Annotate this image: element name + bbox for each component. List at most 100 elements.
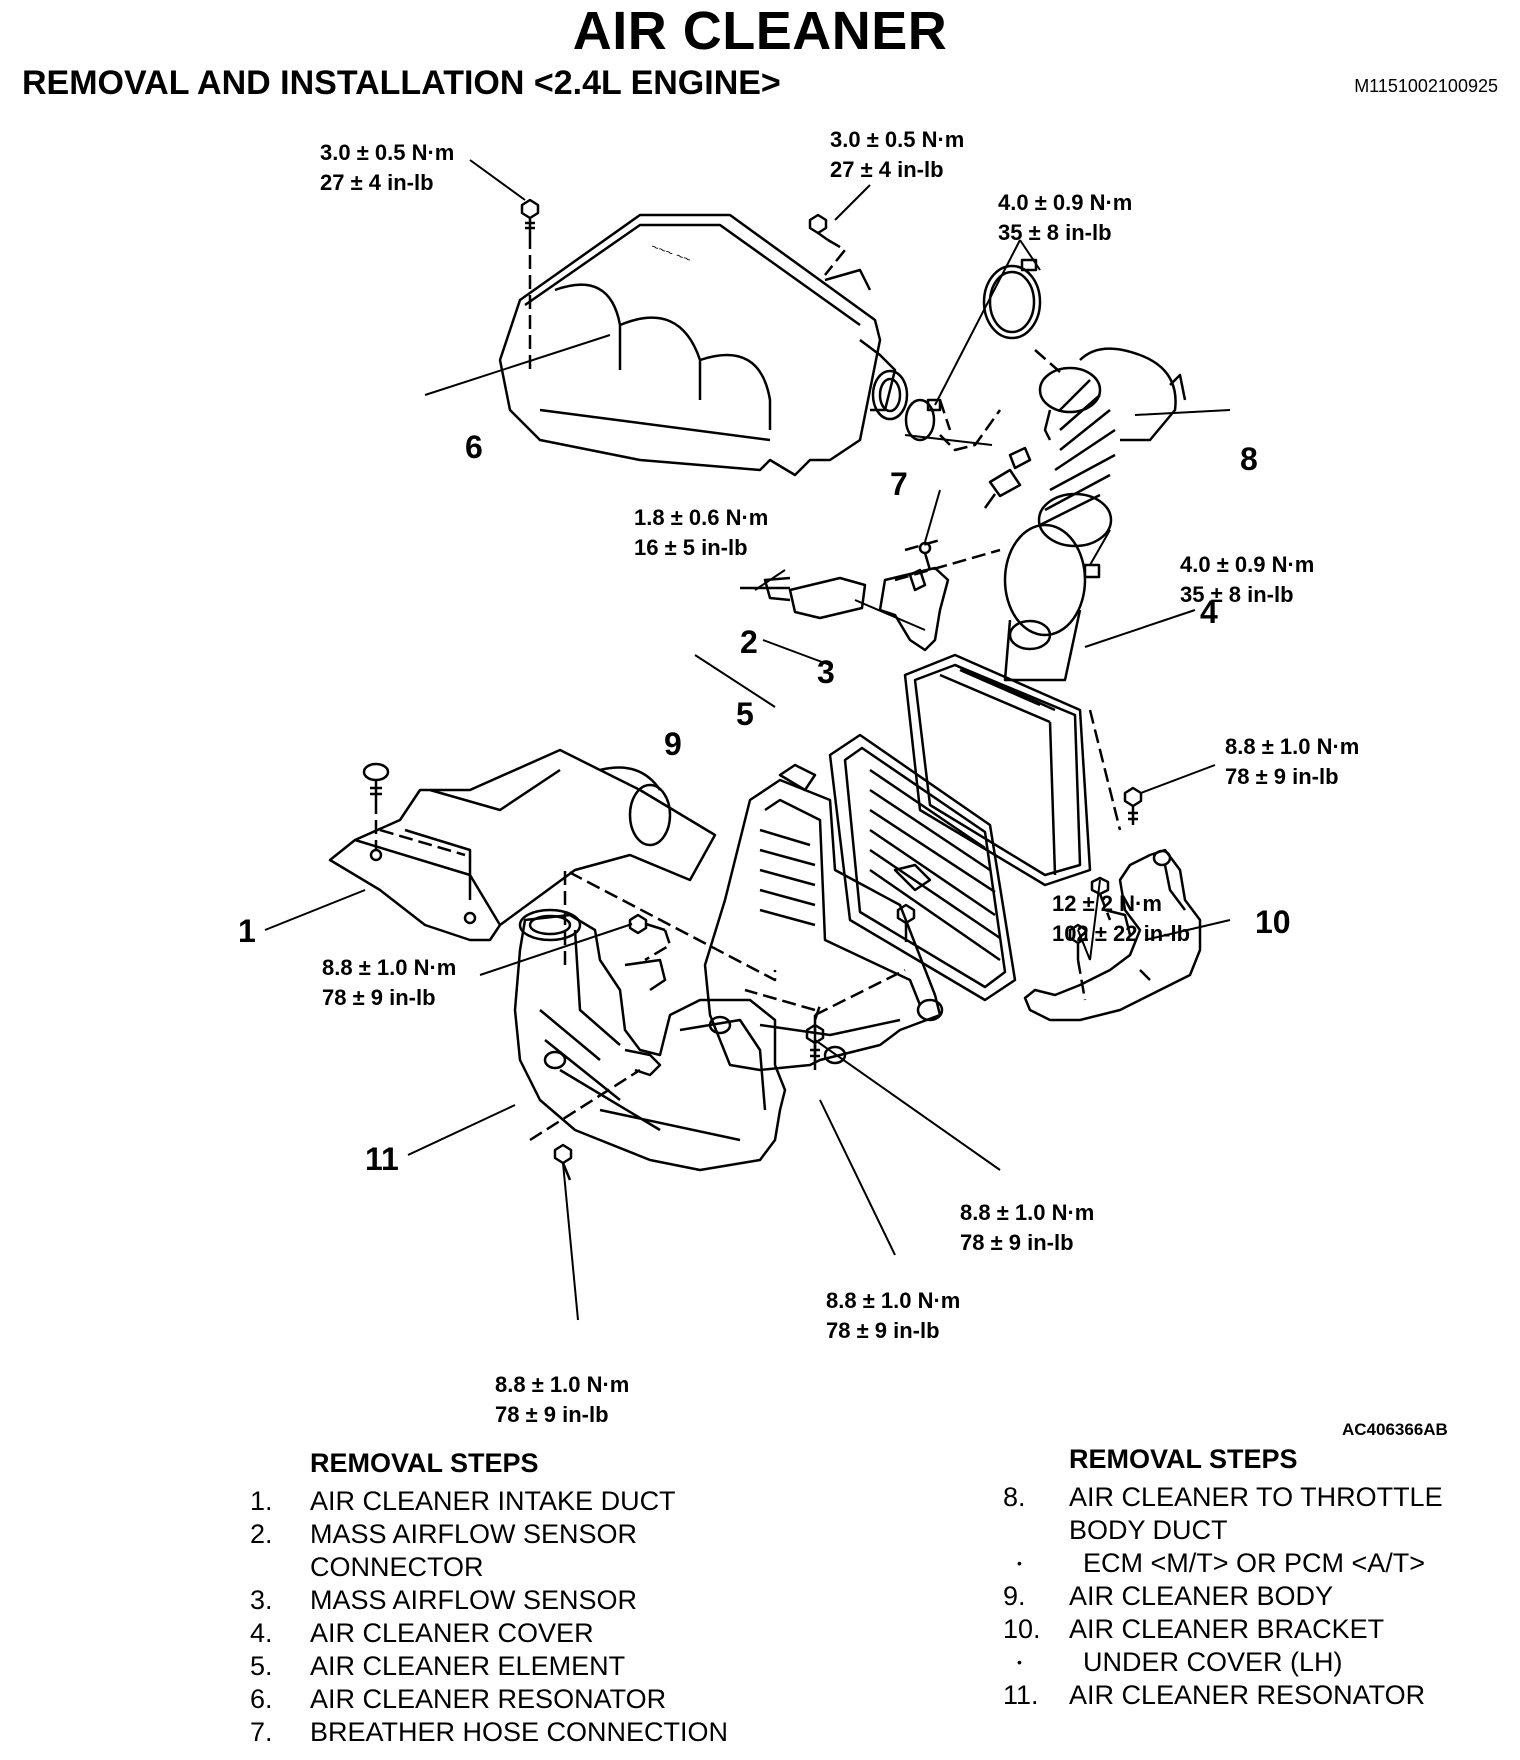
step-number: 10.: [1003, 1614, 1041, 1644]
step-text: AIR CLEANER INTAKE DUCT: [310, 1486, 676, 1516]
torque-nm: 8.8 ± 1.0 N·m: [1225, 734, 1359, 759]
step-number: •: [1017, 1555, 1022, 1571]
step-row: 1. AIR CLEANER INTAKE DUCT: [250, 1485, 890, 1518]
step-number: 7.: [250, 1717, 273, 1747]
torque-nm: 8.8 ± 1.0 N·m: [495, 1372, 629, 1397]
air-cleaner-cover: [903, 653, 1092, 887]
step-text: AIR CLEANER TO THROTTLE: [1069, 1482, 1443, 1512]
step-text: AIR CLEANER BRACKET: [1069, 1614, 1385, 1644]
step-row: 7. BREATHER HOSE CONNECTION: [250, 1716, 890, 1749]
air-cleaner-element: [828, 733, 1017, 1002]
step-number: 9.: [1003, 1581, 1026, 1611]
page-subtitle: REMOVAL AND INSTALLATION <2.4L ENGINE>: [22, 64, 781, 102]
step-row: • ECM <M/T> OR PCM <A/T>: [1003, 1547, 1503, 1580]
torque-inlb: 78 ± 9 in-lb: [1225, 764, 1339, 789]
document-id: M1151002100925: [1354, 76, 1498, 96]
throttle-body-duct: [1037, 347, 1187, 548]
step-text: CONNECTOR: [310, 1552, 484, 1582]
torque-nm: 12 ± 2 N·m: [1052, 891, 1162, 916]
clip-icon: [362, 762, 390, 800]
bolt-icon: [1068, 923, 1088, 960]
figure-id: AC406366AB: [1342, 1420, 1448, 1439]
torque-inlb: 78 ± 9 in-lb: [960, 1230, 1074, 1255]
torque-labels: 3.0 ± 0.5 N·m 27 ± 4 in-lb 3.0 ± 0.5 N·m…: [320, 127, 1359, 1427]
page-title: AIR CLEANER: [572, 1, 948, 61]
callout-11: 11: [365, 1141, 399, 1177]
step-text: UNDER COVER (LH): [1083, 1647, 1343, 1677]
torque-nm: 3.0 ± 0.5 N·m: [830, 127, 964, 152]
air-cleaner-intake-duct: [328, 748, 717, 942]
step-number: 2.: [250, 1519, 273, 1549]
torque-nm: 3.0 ± 0.5 N·m: [320, 140, 454, 165]
nut-icon: [1090, 876, 1110, 896]
step-text: BREATHER HOSE CONNECTION: [310, 1717, 729, 1747]
step-row: BODY DUCT: [1003, 1514, 1503, 1547]
step-row: 5. AIR CLEANER ELEMENT: [250, 1650, 890, 1683]
hose-clamp-lower: [904, 398, 942, 442]
step-row: 4. AIR CLEANER COVER: [250, 1617, 890, 1650]
removal-steps-left: REMOVAL STEPS 1. AIR CLEANER INTAKE DUCT 2…: [250, 1448, 890, 1749]
step-text: MASS AIRFLOW SENSOR: [310, 1585, 638, 1615]
step-text: AIR CLEANER ELEMENT: [310, 1651, 626, 1681]
torque-inlb: 102 ± 22 in-lb: [1052, 921, 1190, 946]
step-text: AIR CLEANER RESONATOR: [1069, 1680, 1426, 1710]
step-number: 3.: [250, 1585, 273, 1615]
torque-inlb: 27 ± 4 in-lb: [830, 157, 944, 182]
callout-10: 10: [1255, 904, 1291, 940]
air-cleaner-resonator-top: ~~~ ~~: [498, 213, 909, 477]
step-row: 6. AIR CLEANER RESONATOR: [250, 1683, 890, 1716]
bolt-icon: [1123, 786, 1143, 825]
callout-1: 1: [238, 913, 256, 949]
maf-connector: [740, 576, 867, 620]
callout-2: 2: [740, 624, 758, 660]
steps-heading: REMOVAL STEPS: [310, 1448, 539, 1478]
step-number: 6.: [250, 1684, 273, 1714]
step-text: ECM <M/T> OR PCM <A/T>: [1083, 1548, 1426, 1578]
bolt-icon: [553, 1143, 573, 1181]
step-text: MASS AIRFLOW SENSOR: [310, 1519, 638, 1549]
torque-inlb: 35 ± 8 in-lb: [998, 220, 1112, 245]
torque-nm: 4.0 ± 0.9 N·m: [998, 190, 1132, 215]
callout-3: 3: [817, 654, 835, 690]
step-text: AIR CLEANER COVER: [310, 1618, 594, 1648]
torque-inlb: 78 ± 9 in-lb: [826, 1318, 940, 1343]
callout-6: 6: [465, 429, 483, 465]
bolt-icon: [520, 198, 540, 235]
torque-inlb: 35 ± 8 in-lb: [1180, 582, 1294, 607]
callout-4: 4: [1200, 594, 1218, 630]
torque-nm: 4.0 ± 0.9 N·m: [1180, 552, 1314, 577]
callout-numbers: 1 2 3 4 5 6 7 8 9 10 11: [238, 429, 1291, 1177]
step-text: AIR CLEANER RESONATOR: [310, 1684, 667, 1714]
step-number: •: [1017, 1654, 1022, 1670]
step-number: 5.: [250, 1651, 273, 1681]
step-row: 11.AIR CLEANER RESONATOR: [1003, 1679, 1503, 1712]
step-number: [1003, 1514, 1069, 1547]
step-text: AIR CLEANER BODY: [1069, 1581, 1334, 1611]
torque-inlb: 27 ± 4 in-lb: [320, 170, 434, 195]
torque-inlb: 78 ± 9 in-lb: [495, 1402, 609, 1427]
air-cleaner-body: [703, 763, 944, 1072]
step-number: 1.: [250, 1486, 273, 1516]
bolt-icon: [808, 213, 829, 242]
step-number: 4.: [250, 1618, 273, 1648]
bolt-icon: [628, 913, 666, 935]
torque-nm: 8.8 ± 1.0 N·m: [826, 1288, 960, 1313]
step-number: 8.: [1003, 1482, 1026, 1512]
svg-text:~~~ ~~: ~~~ ~~: [649, 239, 694, 267]
air-cleaner-resonator-bottom: [513, 908, 787, 1172]
callout-7: 7: [890, 466, 908, 502]
step-row: 9. AIR CLEANER BODY: [1003, 1580, 1503, 1613]
torque-inlb: 78 ± 9 in-lb: [322, 985, 436, 1010]
callout-9: 9: [664, 726, 682, 762]
torque-nm: 8.8 ± 1.0 N·m: [960, 1200, 1094, 1225]
torque-nm: 1.8 ± 0.6 N·m: [634, 505, 768, 530]
callout-8: 8: [1240, 441, 1258, 477]
step-row: CONNECTOR: [250, 1551, 890, 1584]
maf-sensor: [878, 541, 950, 652]
step-row: 8. AIR CLEANER TO THROTTLE: [1003, 1481, 1503, 1514]
step-number: [250, 1551, 310, 1584]
air-cleaner-cover-outlet: [1003, 523, 1101, 682]
breather-hose: [983, 446, 1032, 509]
torque-nm: 8.8 ± 1.0 N·m: [322, 955, 456, 980]
